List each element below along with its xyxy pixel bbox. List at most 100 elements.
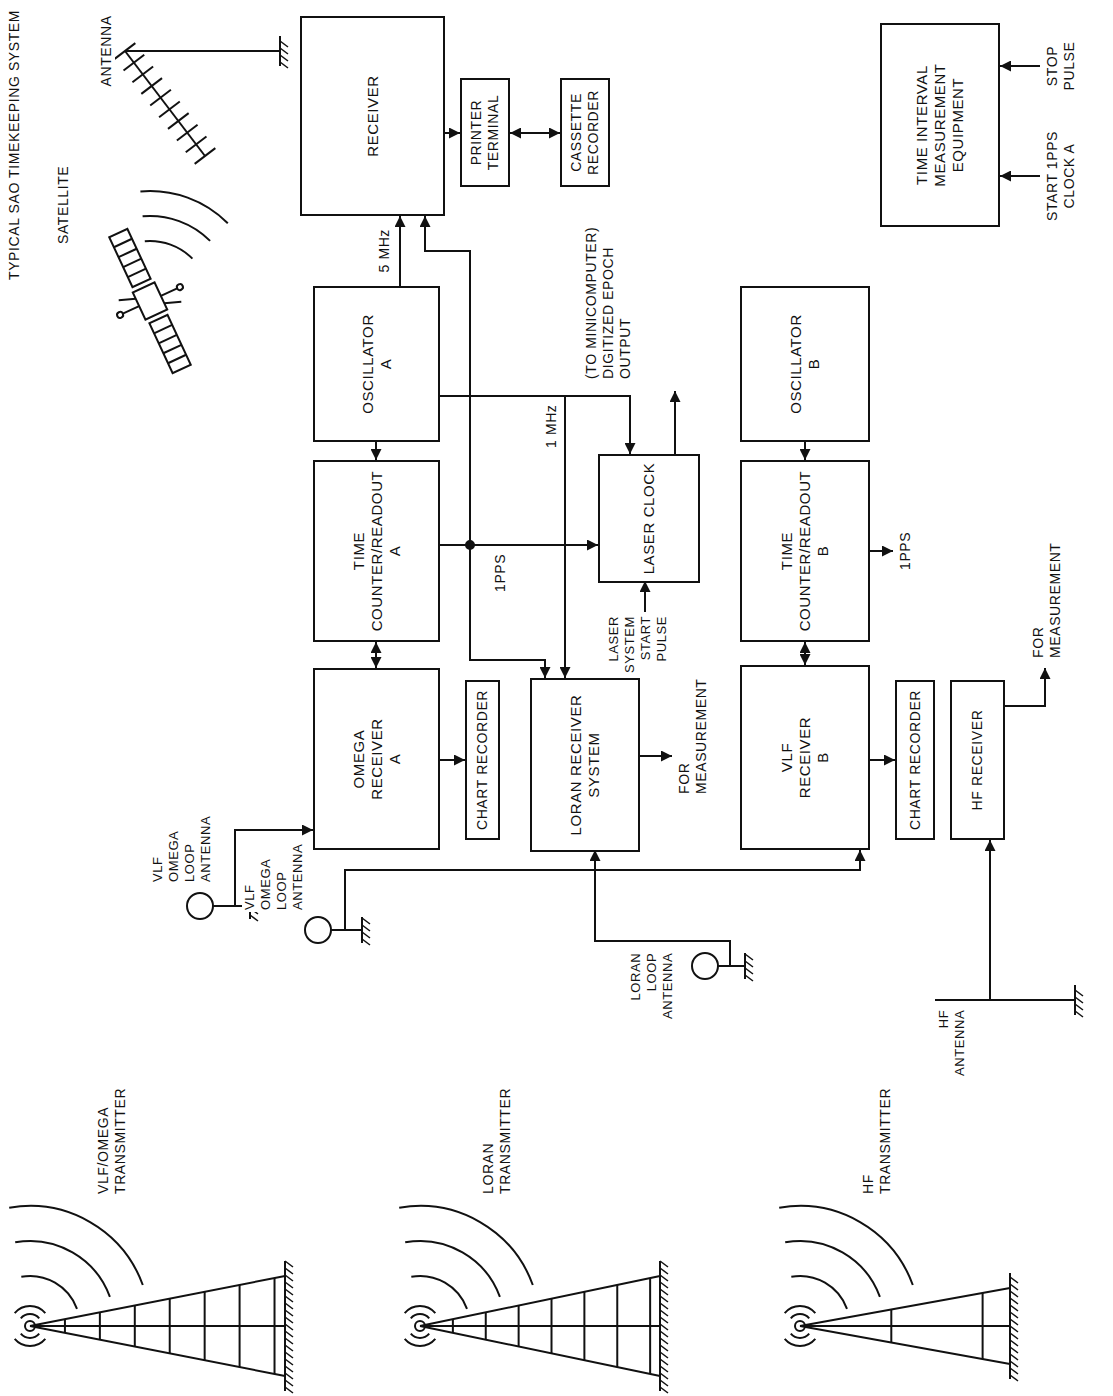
ground-hatch [1010, 1333, 1018, 1339]
ground-hatch [660, 1275, 668, 1281]
ground-hatch [1010, 1368, 1018, 1374]
annotation-label: 1PPS [492, 552, 509, 594]
tower-rung [64, 1319, 66, 1333]
ground-hatch [280, 41, 288, 47]
connector [440, 396, 565, 678]
illustration [9, 36, 1083, 1393]
ground-hatch [660, 1296, 668, 1302]
annotation-label: FOR MEASUREMENT [676, 677, 710, 797]
broadcast-arc [785, 1339, 816, 1346]
ground-hatch [660, 1268, 668, 1274]
ground-hatch [362, 939, 370, 945]
solar-panel [109, 229, 150, 287]
process-box: OSCILLATOR B [740, 286, 870, 442]
process-box: PRINTER TERMINAL [460, 78, 510, 187]
satellite-body [133, 282, 167, 319]
ground-hatch [660, 1380, 668, 1386]
annotation-label: FOR MEASUREMENT [1030, 541, 1064, 661]
process-box: TIME INTERVAL MEASUREMENT EQUIPMENT [880, 23, 1000, 227]
tower-rung [551, 1299, 553, 1354]
satellite [86, 218, 215, 384]
broadcast-arc [411, 1334, 429, 1338]
signal-arrow [1005, 668, 1045, 706]
radio-wave [791, 1276, 847, 1309]
signal-arrow [644, 581, 646, 612]
ground-hatch [660, 1261, 668, 1267]
yagi-element [132, 66, 153, 82]
connector [445, 132, 460, 134]
ground-hatch [660, 1366, 668, 1372]
tower-leg [420, 1276, 660, 1326]
annotation-label: HF TRANSMITTER [860, 1086, 894, 1196]
process-box: TIME COUNTER/READOUT B [740, 460, 870, 642]
annotation-label: START 1PPS CLOCK A [1044, 126, 1078, 226]
loop-antenna [305, 917, 331, 943]
panel-cell [128, 269, 146, 277]
box-label: CASSETTE RECORDER [568, 86, 602, 179]
yagi-boom [125, 51, 205, 156]
ground-hatch [1010, 1312, 1018, 1318]
yagi-element [124, 55, 145, 71]
signal-arrow [674, 391, 676, 456]
ground-hatch [285, 1366, 293, 1372]
process-box: OSCILLATOR A [313, 286, 440, 442]
antenna-feed [989, 840, 991, 1000]
radio-wave [779, 1206, 913, 1285]
connector [375, 442, 377, 460]
ground-hatch [1075, 990, 1083, 996]
panel-cell [163, 345, 181, 353]
tower-rung [616, 1285, 618, 1367]
ground-hatch [285, 1282, 293, 1288]
broadcast-ring [25, 1321, 35, 1331]
ground-hatch [1010, 1305, 1018, 1311]
edge-label: 1 MHz [543, 403, 560, 450]
tower-rung [485, 1312, 487, 1339]
yagi-element [168, 113, 189, 129]
radio-wave [411, 1276, 467, 1309]
ground-line [279, 36, 281, 66]
ground-hatch [1075, 1004, 1083, 1010]
ground-hatch [1010, 1298, 1018, 1304]
tower-rung [583, 1292, 585, 1360]
ground-hatch [660, 1345, 668, 1351]
panel-cell [114, 239, 132, 247]
radio-wave [399, 1206, 533, 1285]
tower-rung [890, 1309, 892, 1342]
process-box: CASSETTE RECORDER [560, 78, 610, 187]
ground-hatch [660, 1331, 668, 1337]
diagram-title: TYPICAL SAO TIMEKEEPING SYSTEM [6, 8, 23, 282]
ground-hatch [280, 62, 288, 68]
radio-wave [785, 1241, 880, 1297]
connector [804, 642, 806, 665]
ground-hatch [1075, 997, 1083, 1003]
satellite-rod [164, 296, 181, 308]
ground-hatch [660, 1324, 668, 1330]
ground-hatch [745, 961, 753, 967]
ground-hatch [1075, 1011, 1083, 1017]
ground-hatch [285, 1352, 293, 1358]
ground-hatch [660, 1310, 668, 1316]
yagi-mast [125, 50, 280, 52]
signal-arrow [1000, 65, 1040, 67]
process-box: OMEGA RECEIVER A [313, 668, 440, 850]
tower-leg [30, 1326, 285, 1376]
box-label: PRINTER TERMINAL [468, 86, 502, 179]
ground-hatch [660, 1282, 668, 1288]
process-box: CHART RECORDER [465, 680, 500, 840]
antenna-feed [345, 850, 860, 930]
panel-cell [159, 335, 177, 343]
broadcast-arc [411, 1314, 429, 1318]
process-box: HF RECEIVER [950, 680, 1005, 840]
ground-hatch [660, 1359, 668, 1365]
ground-hatch [285, 1373, 293, 1379]
yagi-element [141, 78, 162, 94]
yagi-element [186, 136, 207, 152]
radio-wave [9, 1206, 143, 1285]
satellite-rod-tip [176, 283, 184, 291]
ground-hatch [280, 55, 288, 61]
ground-hatch [285, 1324, 293, 1330]
box-label: OSCILLATOR A [359, 312, 395, 417]
broadcast-arc [15, 1339, 46, 1346]
box-label: TIME COUNTER/READOUT B [778, 468, 832, 634]
broadcast-arc [791, 1334, 809, 1338]
